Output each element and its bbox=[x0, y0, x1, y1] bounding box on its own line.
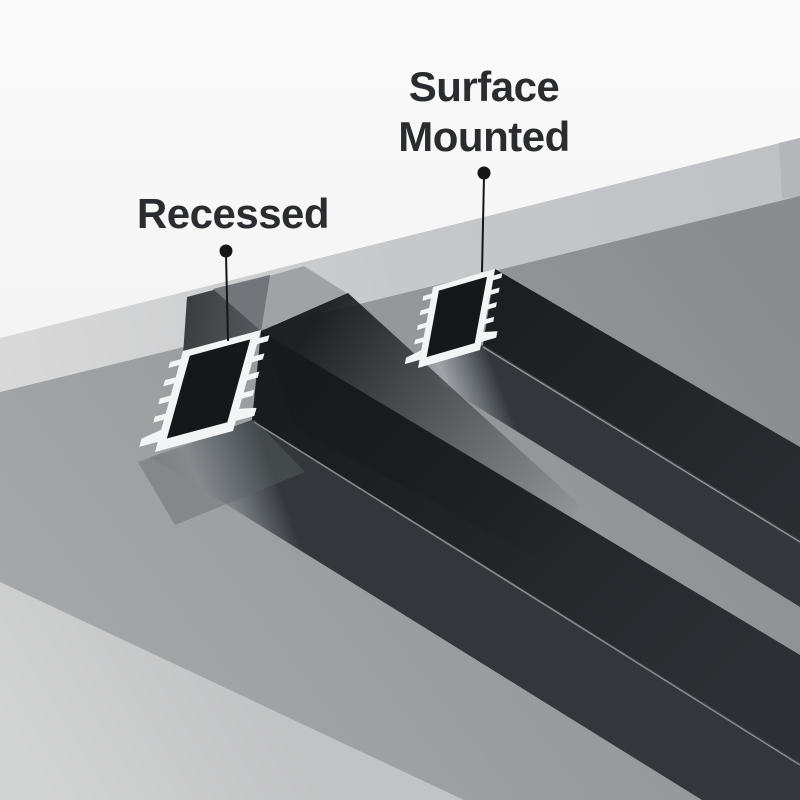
recessed-leader-line bbox=[225, 253, 229, 342]
surface-profile-cavity bbox=[426, 276, 487, 358]
recess-slot-edge-shadow bbox=[261, 266, 348, 330]
ceiling-panel-corner-face bbox=[779, 138, 800, 198]
surface-mounted-label-line2: Mounted bbox=[398, 113, 570, 160]
recessed-profile-cross-section bbox=[139, 330, 270, 452]
surface-mounted-label: Surface Mounted bbox=[398, 62, 570, 162]
surface-profile-body bbox=[483, 269, 800, 540]
surface-profile-diffuser bbox=[418, 345, 800, 607]
recessed-label: Recessed bbox=[136, 190, 330, 237]
surface-mounted-leader-line bbox=[481, 175, 485, 273]
surface-profile-cross-section bbox=[404, 269, 503, 369]
ceiling-panel-front-face bbox=[0, 582, 464, 800]
recessed-profile-cast-shadow bbox=[138, 420, 305, 525]
recessed-profile-cavity bbox=[166, 339, 251, 439]
recessed-profile-diffuser bbox=[150, 420, 800, 800]
surface-profile-edge-highlight bbox=[482, 346, 800, 543]
surface-mounted-leader-dot bbox=[477, 166, 491, 180]
recessed-leader-dot bbox=[219, 244, 233, 258]
recessed-profile-edge-highlight bbox=[253, 421, 800, 766]
surface-mounted-label-line1: Surface bbox=[408, 63, 560, 110]
recess-shadow bbox=[261, 293, 580, 562]
